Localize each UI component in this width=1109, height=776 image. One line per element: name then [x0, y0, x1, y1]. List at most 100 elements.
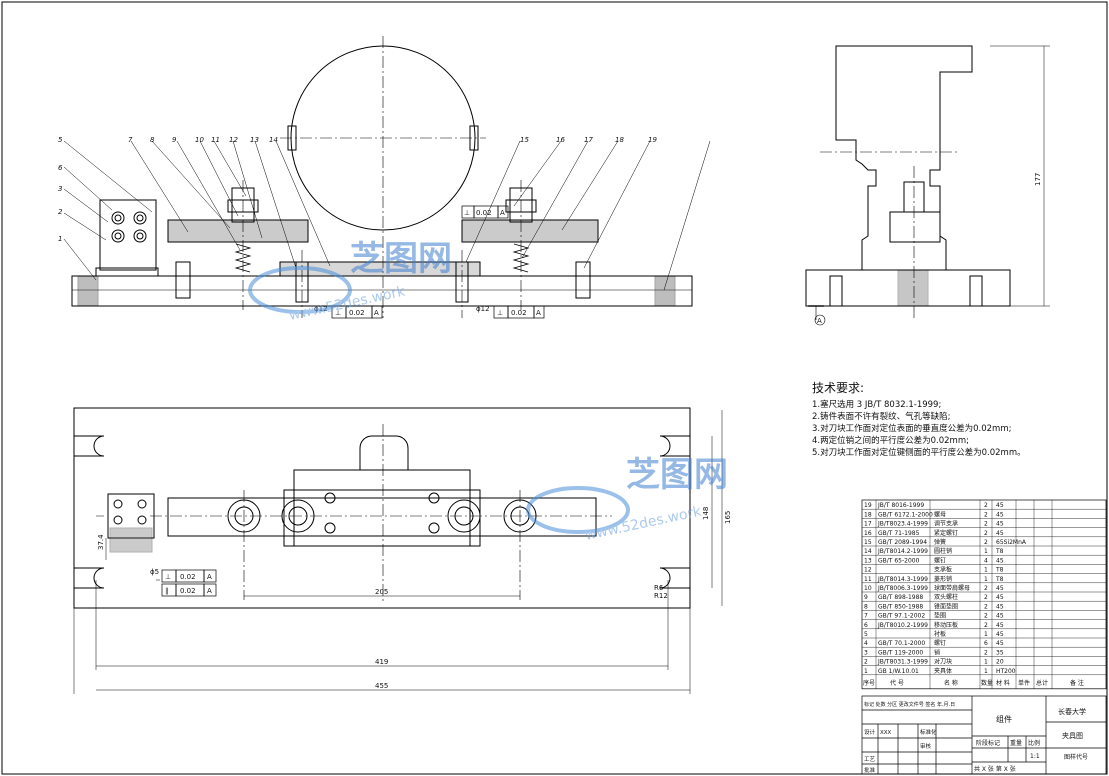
bom-material: HT200 [996, 668, 1016, 675]
balloon: 19 [648, 136, 657, 144]
technical-requirements: 技术要求: 1.塞尺选用 3 JB/T 8032.1-1999; 2.铸件表面不… [812, 381, 1026, 458]
bom-header-cell: 单件 [1018, 679, 1030, 687]
dim-205: 205 [375, 588, 388, 596]
bom-material: 45 [996, 631, 1004, 638]
bom-no: 17 [864, 521, 872, 528]
tol-symbol: ∥ [165, 587, 169, 595]
bom-code: GB/T 65-2000 [878, 557, 920, 564]
bom-header-cell: 序号 [863, 679, 875, 687]
stage-label: 阶段标记 [976, 739, 1000, 747]
bom-qty: 2 [984, 649, 988, 656]
sheet-info: 共 X 张 第 X 张 [974, 765, 1016, 773]
tol-symbol: ⊥ [497, 309, 503, 317]
process-label: 工艺 [864, 756, 876, 763]
bom-code: JB/T 8016-1999 [877, 502, 924, 509]
bom-qty: 1 [984, 631, 988, 638]
balloon: 3 [58, 185, 62, 193]
dim-phi5: ϕ5 [150, 568, 159, 576]
bom-qty: 2 [984, 539, 988, 546]
balloon: 15 [520, 136, 529, 144]
bom-material: T8 [995, 576, 1004, 583]
bom-code: JB/T8010.2-1999 [877, 622, 928, 629]
front-view [63, 36, 711, 318]
revision-header: 标记 处数 分区 更改文件号 签名 年.月.日 [864, 701, 955, 708]
bom-material: 45 [996, 521, 1004, 528]
dim-419: 419 [375, 658, 388, 666]
bom-no: 12 [864, 567, 872, 574]
tol-value: 0.02 [180, 587, 196, 595]
bom-name: 夹具体 [934, 667, 952, 675]
tech-line: 4.两定位销之间的平行度公差为0.02mm; [812, 435, 969, 446]
bom-no: 16 [864, 530, 872, 537]
balloon: 10 [195, 136, 204, 144]
bom-material: 45 [996, 511, 1004, 518]
bom-no: 18 [864, 511, 872, 518]
tech-line: 5.对刀块工作面对定位键侧面的平行度公差为0.02mm。 [812, 447, 1026, 458]
balloon: 2 [58, 208, 63, 216]
bom-name: 紧定螺钉 [934, 529, 958, 537]
dim-37-4: 37.4 [97, 534, 105, 550]
check-label: 审核 [920, 742, 932, 750]
balloon: 14 [269, 136, 278, 144]
bom-code: JB/T8014.2-1999 [877, 548, 928, 555]
watermark-url: www.52des.work [584, 503, 704, 543]
bom-material: 45 [996, 594, 1004, 601]
tol-value: 0.02 [476, 209, 492, 217]
bom-qty: 2 [984, 521, 988, 528]
bom-name: 菱形销 [934, 575, 952, 583]
watermark-2: 芝图网 www.52des.work [526, 455, 728, 544]
bom-code: GB 1/W.10.01 [878, 668, 919, 675]
bom-name: 支承板 [934, 566, 952, 574]
bom-no: 14 [864, 548, 872, 555]
bom-material: 45 [996, 622, 1004, 629]
bom-no: 7 [864, 613, 868, 620]
tol-symbol: ⊥ [464, 209, 470, 217]
bom-no: 4 [864, 640, 868, 647]
bom-header-cell: 名 称 [944, 679, 958, 687]
balloon: 18 [615, 136, 624, 144]
balloon: 8 [150, 136, 155, 144]
bom-no: 15 [864, 539, 872, 546]
tol-datum: A [500, 209, 505, 217]
bom-name: 球面带肩螺母 [934, 584, 970, 592]
dim-455: 455 [375, 682, 388, 690]
bom-material: 20 [996, 659, 1004, 666]
title-block [861, 695, 1107, 775]
weight-label: 重量 [1010, 739, 1022, 747]
bom-code: JB/T8031.3-1999 [877, 659, 928, 666]
tol-datum: A [536, 309, 541, 317]
top-tolerance-frame: ⊥ 0.02 A [461, 205, 509, 219]
bom-name: 弹簧 [934, 538, 946, 546]
front-tolerance-2: ϕ12 ⊥ 0.02 A [476, 305, 545, 319]
tol-datum: A [207, 587, 212, 595]
bom-material: T8 [995, 567, 1004, 574]
bom-name: 螺钉 [934, 556, 946, 564]
tol-symbol: ⊥ [165, 573, 171, 581]
bom-no: 2 [864, 659, 868, 666]
bom-qty: 2 [984, 622, 988, 629]
bom-qty: 1 [984, 567, 988, 574]
balloon: 5 [58, 136, 63, 144]
balloon-labels: 5 6 3 2 1 7 8 9 10 11 12 13 14 15 16 17 … [58, 136, 657, 243]
balloon: 7 [128, 136, 133, 144]
side-datum-label: A [817, 317, 822, 325]
bom-no: 1 [864, 668, 868, 675]
tol-symbol: ⊥ [335, 309, 341, 317]
bom-no: 3 [864, 649, 868, 656]
bom-qty: 1 [984, 548, 988, 555]
bom-material: 35 [996, 649, 1004, 656]
bom-no: 5 [864, 631, 868, 638]
bom-name: 销 [934, 648, 940, 656]
dim-r6: R6 [654, 584, 664, 592]
watermark-brand: 芝图网 [350, 239, 452, 279]
side-view [805, 45, 1050, 326]
dim-148: 148 [702, 507, 710, 520]
bom-material: 45 [996, 640, 1004, 647]
dim-r12: R12 [654, 592, 668, 600]
bom-material: 45 [996, 585, 1004, 592]
bom-code: JB/T8023.4-1999 [877, 521, 928, 528]
bom-code: GB/T 71-1985 [878, 530, 920, 537]
bom-qty: 4 [984, 557, 988, 564]
